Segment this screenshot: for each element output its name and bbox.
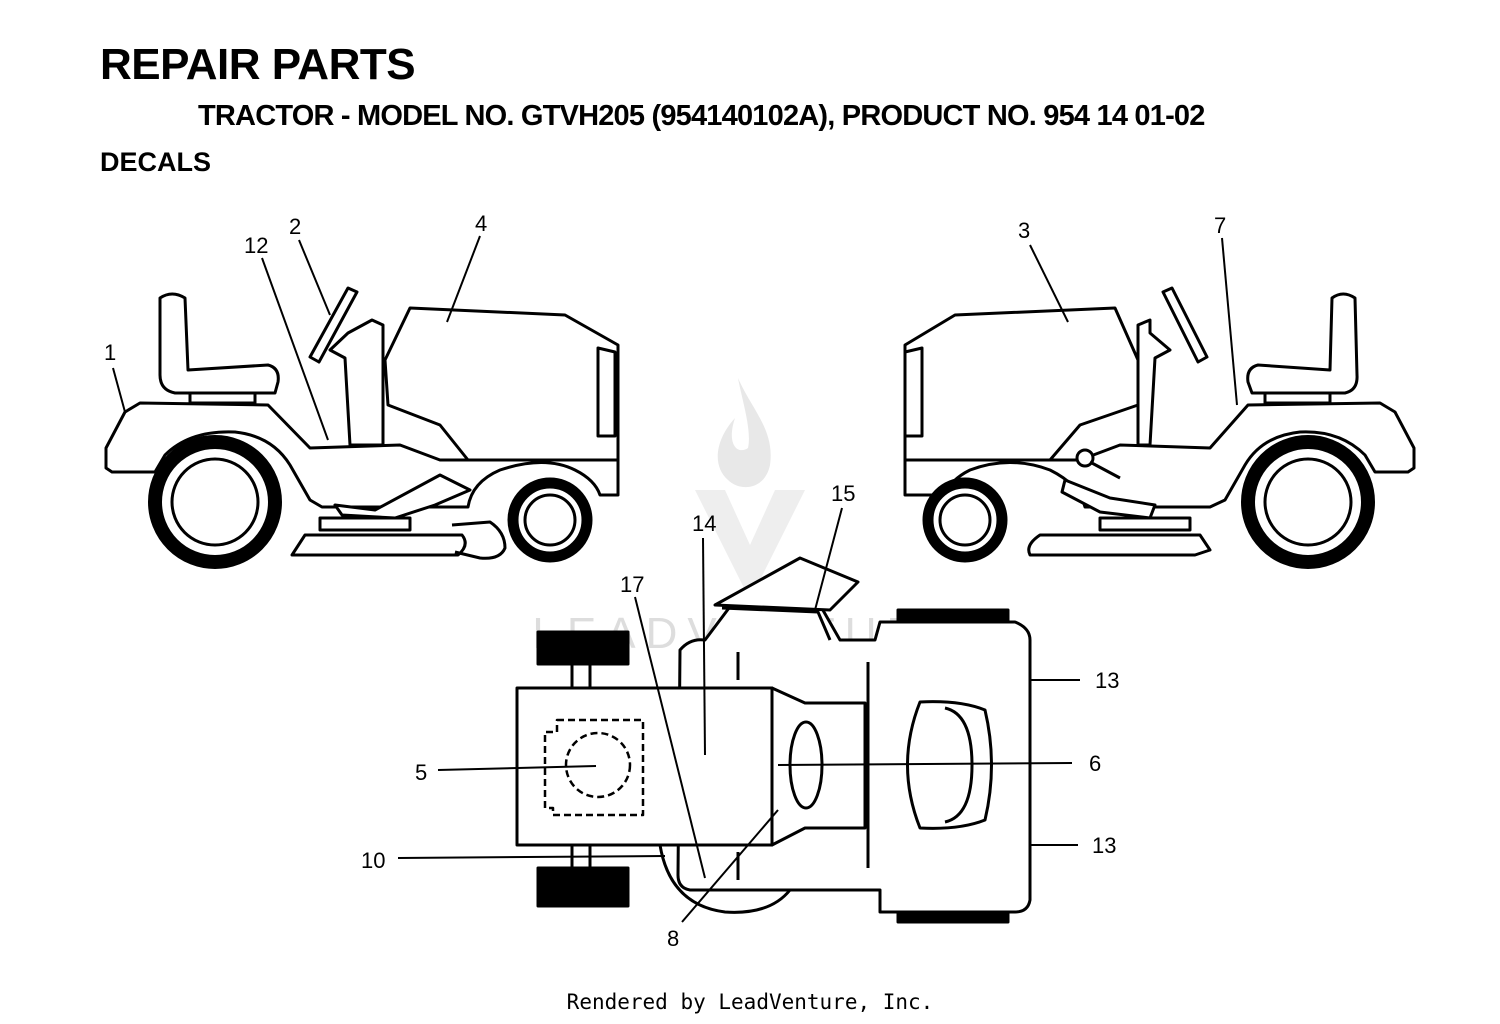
leader-7 [1221, 237, 1238, 406]
steering-wheel [308, 286, 359, 364]
callout-12: 12 [244, 233, 268, 258]
callout-14: 14 [692, 511, 716, 536]
seat [158, 292, 280, 395]
leader-6 [777, 762, 1073, 766]
v-logo-icon [695, 490, 805, 590]
front-wheel-top [536, 630, 630, 666]
front-hub [523, 493, 577, 547]
seat-mount [1263, 391, 1332, 405]
seat-top-inner [944, 706, 974, 824]
page-title: REPAIR PARTS [100, 40, 416, 89]
deck-bracket [318, 516, 412, 532]
callout-8: 8 [667, 926, 679, 951]
leader-3 [1029, 244, 1069, 323]
lift-handle [1089, 460, 1121, 480]
model-subtitle: TRACTOR - MODEL NO. GTVH205 (954140102A)… [198, 100, 1205, 132]
leader-lines [112, 235, 1238, 923]
callout-13-bottom: 13 [1092, 833, 1116, 858]
lift-knob [1075, 448, 1095, 468]
leader-10 [397, 855, 666, 859]
seat-top-outer [906, 700, 993, 830]
callout-3: 3 [1018, 218, 1030, 243]
leader-1 [112, 367, 126, 413]
seat-back [713, 556, 860, 612]
tractor-right-view [903, 286, 1416, 569]
leader-4 [446, 235, 481, 323]
deck-bracket [1098, 516, 1192, 532]
steering-wheel [1161, 286, 1209, 364]
discharge-chute [451, 520, 507, 560]
rear-fender [104, 401, 620, 509]
leader-15 [814, 507, 843, 611]
leader-17 [634, 596, 706, 879]
rear-hub [170, 457, 260, 547]
seat-base [721, 606, 832, 641]
footer-credit: Rendered by LeadVenture, Inc. [566, 990, 934, 1014]
front-wheel-bottom [536, 866, 630, 908]
deck-lift [333, 473, 472, 520]
hood [383, 306, 620, 462]
deck-outline [658, 844, 792, 914]
callout-4: 4 [475, 211, 487, 236]
leader-14 [702, 537, 706, 756]
tractor-left-view [104, 286, 620, 569]
rear-hub [1263, 457, 1353, 547]
seat [1246, 292, 1359, 395]
callout-2: 2 [289, 214, 301, 239]
callout-13-top: 13 [1095, 668, 1119, 693]
callout-6: 6 [1089, 751, 1101, 776]
mower-deck [1027, 533, 1212, 557]
flame-icon [717, 378, 771, 488]
callout-7: 7 [1214, 213, 1226, 238]
callout-15: 15 [831, 481, 855, 506]
leader-12 [261, 257, 329, 441]
callout-17: 17 [620, 572, 644, 597]
dash [770, 686, 867, 847]
callout-1: 1 [104, 340, 116, 365]
seat-mount [188, 391, 257, 405]
leader-8 [681, 809, 779, 923]
section-heading: DECALS [100, 147, 212, 177]
hood-grille [596, 346, 617, 438]
leader-5 [437, 765, 597, 771]
callout-5: 5 [415, 760, 427, 785]
axle-stub-top [570, 664, 592, 688]
engine-decal-outline [543, 718, 645, 817]
steering-post [328, 318, 385, 447]
front-hub [938, 493, 992, 547]
hood-grille [903, 346, 924, 438]
hood [903, 306, 1140, 462]
leader-2 [298, 239, 331, 316]
steering-post [1136, 318, 1172, 447]
callout-10: 10 [361, 848, 385, 873]
engine-decal-circle [564, 731, 632, 799]
callout-labels: 1 2 3 4 5 6 7 8 10 12 13 13 14 15 17 [104, 211, 1226, 951]
mower-deck [290, 533, 467, 557]
